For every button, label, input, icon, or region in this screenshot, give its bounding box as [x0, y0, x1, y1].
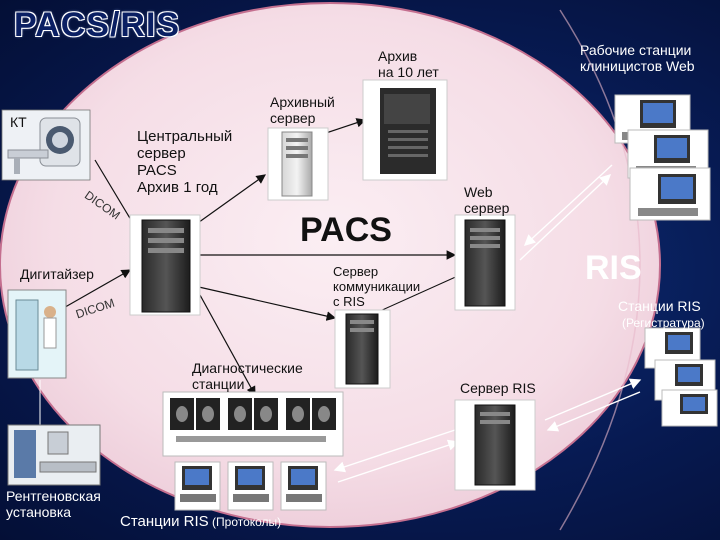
ct-label: КТ: [10, 114, 27, 130]
ris-registry-workstations-image: [644, 327, 718, 427]
ris-protocols-label: Станции RIS (Протоколы): [120, 514, 281, 530]
ct-scanner-image: [1, 109, 91, 181]
diagram-title: PACS/RIS: [14, 6, 181, 44]
ris-protocol-workstations-image: [174, 461, 327, 511]
comm-server-image: [334, 309, 391, 389]
ris-protocols-sub: (Протоколы): [208, 515, 282, 529]
ris-arrows: [333, 164, 642, 483]
ris-boundary: [559, 9, 641, 531]
ris-server-label: Сервер RIS: [460, 380, 536, 396]
xray-label: Рентгеновская установка: [6, 488, 101, 520]
digitizer-label: Дигитайзер: [20, 266, 94, 282]
xray-machine-image: [7, 424, 101, 486]
diagnostic-stations-label: Диагностические станции: [192, 360, 303, 392]
archive-library-image: [362, 79, 448, 181]
diagnostic-stations-image: [162, 391, 344, 457]
web-workstations-image: [614, 94, 711, 221]
ris-protocols-main: Станции RIS: [120, 513, 209, 530]
archive-10-years-label: Архив на 10 лет: [378, 48, 439, 80]
archive-server-image: [267, 127, 329, 201]
web-server-image: [454, 214, 516, 311]
ris-region-label: RIS: [585, 249, 642, 287]
pacs-region-label: PACS: [300, 211, 392, 249]
archive-server-label: Архивный сервер: [270, 94, 335, 126]
registry-label: (Регистратура): [622, 316, 705, 330]
comm-server-label: Сервер коммуникации с RIS: [333, 264, 421, 309]
web-workstations-label: Рабочие станции клиницистов Web: [580, 42, 695, 74]
ris-server-image: [454, 399, 536, 491]
web-server-label: Web сервер: [464, 184, 510, 216]
central-server-image: [129, 214, 201, 316]
central-server-label: Центральный сервер PACS Архив 1 год: [137, 128, 233, 196]
ris-stations-label: Станции RIS: [618, 298, 701, 314]
digitizer-image: [7, 289, 67, 379]
